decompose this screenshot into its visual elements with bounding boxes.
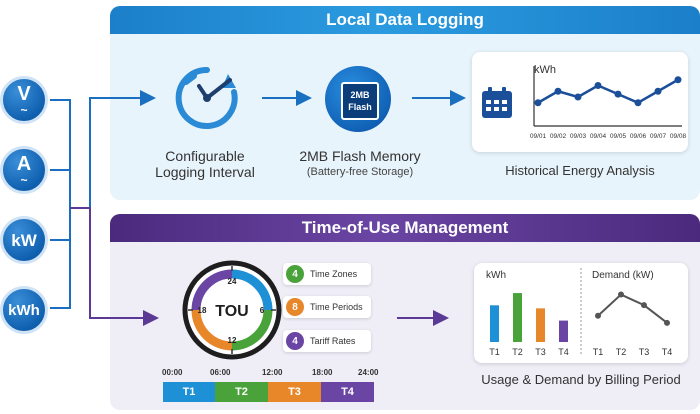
timeline-time: 24:00 — [358, 368, 379, 377]
amp-meter-icon: A~ — [0, 146, 48, 194]
demand-ylabel: Demand (kW) — [592, 270, 654, 281]
history-point — [574, 93, 582, 101]
clock-tick-18: 18 — [198, 306, 207, 315]
demand-point — [641, 302, 647, 309]
history-x-tick: 09/02 — [550, 133, 567, 140]
billing-label: Usage & Demand by Billing Period — [481, 372, 681, 387]
demand-series-line — [597, 293, 668, 324]
usage-bar — [559, 320, 568, 342]
demand-x-tick: T4 — [662, 347, 673, 357]
usage-x-tick: T4 — [558, 347, 569, 357]
history-x-tick: 09/07 — [650, 133, 667, 140]
usage-x-tick: T3 — [535, 347, 546, 357]
tou-count-badge: 8 — [286, 298, 304, 316]
flash-sublabel: (Battery-free Storage) — [306, 166, 414, 178]
history-x-tick: 09/08 — [670, 133, 686, 140]
history-point — [554, 87, 562, 95]
history-label: Historical Energy Analysis — [505, 163, 655, 178]
history-x-tick: 09/01 — [530, 133, 547, 140]
tou-item-time-periods: 8 Time Periods — [283, 296, 371, 318]
history-ylabel: kWh — [534, 64, 556, 76]
timeline-time: 06:00 — [210, 368, 231, 377]
tou-item-time-zones: 4 Time Zones — [283, 263, 371, 285]
tou-clock-icon: 24 6 12 18 TOU — [182, 260, 282, 360]
flash-label: 2MB Flash Memory — [299, 148, 421, 164]
history-x-tick: 09/05 — [610, 133, 627, 140]
tou-count-badge: 4 — [286, 265, 304, 283]
demand-point — [618, 291, 624, 298]
usage-bar-chart: T1 T2 T3 T4 — [489, 293, 569, 357]
timeline-segment-t4: T4 — [321, 382, 374, 402]
timeline-time: 12:00 — [262, 368, 283, 377]
usage-x-tick: T2 — [512, 347, 523, 357]
logging-interval-clock-icon — [175, 66, 238, 129]
usage-x-tick: T1 — [489, 347, 500, 357]
clock-tick-24: 24 — [228, 277, 237, 286]
timeline-time: 00:00 — [162, 368, 183, 377]
timeline-segment-t1: T1 — [163, 382, 215, 402]
logging-title: Local Data Logging — [110, 6, 700, 34]
calendar-icon — [482, 87, 512, 118]
history-point — [614, 90, 622, 98]
timeline-segment-t2: T2 — [215, 382, 268, 402]
timeline-segment-t3: T3 — [268, 382, 321, 402]
history-point — [594, 82, 602, 89]
volt-meter-icon: V~ — [0, 76, 48, 124]
history-x-tick: 09/03 — [570, 133, 587, 140]
clock-tou-label: TOU — [215, 303, 248, 320]
history-point — [534, 99, 542, 107]
tou-count-badge: 4 — [286, 332, 304, 350]
usage-bar — [513, 293, 522, 342]
usage-bar — [536, 308, 545, 342]
demand-x-tick: T2 — [616, 347, 627, 357]
tou-title: Time-of-Use Management — [110, 214, 700, 242]
history-point — [634, 99, 642, 107]
demand-x-tick: T3 — [639, 347, 650, 357]
interval-label: Configurable Logging Interval — [155, 148, 255, 180]
tou-item-tariff-rates: 4 Tariff Rates — [283, 330, 371, 352]
power-meter-icon: kW — [0, 216, 48, 264]
usage-ylabel: kWh — [486, 270, 506, 281]
history-x-tick: 09/04 — [590, 133, 607, 140]
demand-line-chart: T1 T2 T3 T4 — [593, 291, 673, 357]
history-x-tick: 09/06 — [630, 133, 647, 140]
clock-tick-6: 6 — [260, 306, 265, 315]
demand-x-tick: T1 — [593, 347, 604, 357]
timeline-time: 18:00 — [312, 368, 333, 377]
demand-point — [664, 319, 670, 326]
billing-divider — [580, 268, 582, 356]
clock-tick-12: 12 — [228, 336, 237, 345]
history-point — [674, 76, 682, 84]
energy-meter-icon: kWh — [0, 286, 48, 334]
flash-memory-chip-icon: 2MB Flash — [325, 66, 391, 132]
demand-point — [595, 312, 601, 319]
usage-bar — [490, 305, 499, 342]
history-point — [654, 87, 662, 95]
